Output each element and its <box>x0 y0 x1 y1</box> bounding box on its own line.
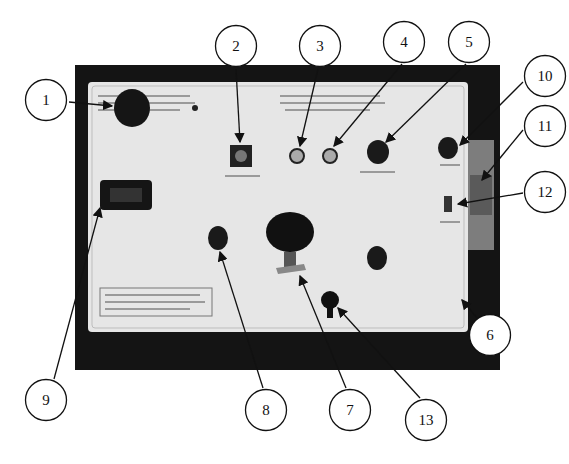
callout-circle: 13 <box>404 398 448 442</box>
callout-circle-outline <box>330 390 371 431</box>
callout-circle: 11 <box>523 104 567 148</box>
toggle-switch <box>367 246 387 270</box>
side-strip <box>468 140 494 250</box>
lamp <box>290 149 304 163</box>
cap-stem <box>327 308 333 318</box>
callout-circle-outline <box>300 26 341 67</box>
callout-number: 6 <box>486 327 494 344</box>
callout-number: 2 <box>232 38 240 55</box>
plate-printing <box>98 96 460 309</box>
toggle-switch <box>444 196 452 212</box>
callout-circle: 7 <box>328 388 372 432</box>
callout-circle-outline <box>470 315 511 356</box>
knob <box>114 89 150 127</box>
toggle-switch <box>208 226 228 250</box>
callout-circle: 12 <box>523 170 567 214</box>
connector <box>100 180 152 210</box>
rotary-switch-center <box>235 150 247 162</box>
callout-circle-outline <box>406 400 447 441</box>
toggle-switch <box>438 137 458 159</box>
indicator-dot <box>192 105 198 111</box>
callout-circle: 10 <box>523 54 567 98</box>
callout-circle-outline <box>525 172 566 213</box>
callout-number: 9 <box>42 392 50 409</box>
leader-lines <box>54 64 523 398</box>
callout-number: 4 <box>400 34 408 51</box>
callout-number: 13 <box>419 412 434 429</box>
toggle-switch <box>367 140 389 164</box>
callout-circle: 6 <box>468 313 512 357</box>
callout-number: 1 <box>42 92 50 109</box>
panel-housing <box>75 65 500 370</box>
callout-circle: 1 <box>24 78 68 122</box>
callout-number: 10 <box>538 68 553 85</box>
callout-circle-outline <box>525 56 566 97</box>
callout-circle: 3 <box>298 24 342 68</box>
callout-circle: 2 <box>214 24 258 68</box>
connector-face <box>110 188 142 202</box>
main-knob <box>266 212 314 252</box>
plate-edge <box>92 86 464 328</box>
face-plate <box>88 82 468 332</box>
callout-circle: 8 <box>244 388 288 432</box>
note-box <box>100 288 212 316</box>
callout-circle-outline <box>384 22 425 63</box>
callout-circle: 4 <box>382 20 426 64</box>
lamp <box>323 149 337 163</box>
callout-number: 12 <box>538 184 553 201</box>
callout-circle-outline <box>246 390 287 431</box>
callout-circle-outline <box>525 106 566 147</box>
cap <box>321 291 339 309</box>
callout-circle-outline <box>26 80 67 121</box>
callout-number: 3 <box>316 38 324 55</box>
callout-circle-outline <box>26 380 67 421</box>
callout-circle: 5 <box>447 20 491 64</box>
side-strip-dark <box>470 175 492 215</box>
key <box>276 264 306 274</box>
callout-number: 8 <box>262 402 270 419</box>
rotary-switch <box>230 145 252 167</box>
callout-circle: 9 <box>24 378 68 422</box>
callout-circle-outline <box>449 22 490 63</box>
callout-number: 11 <box>538 118 552 135</box>
callout-number: 5 <box>465 34 473 51</box>
callout-circle-outline <box>216 26 257 67</box>
callout-number: 7 <box>346 402 354 419</box>
